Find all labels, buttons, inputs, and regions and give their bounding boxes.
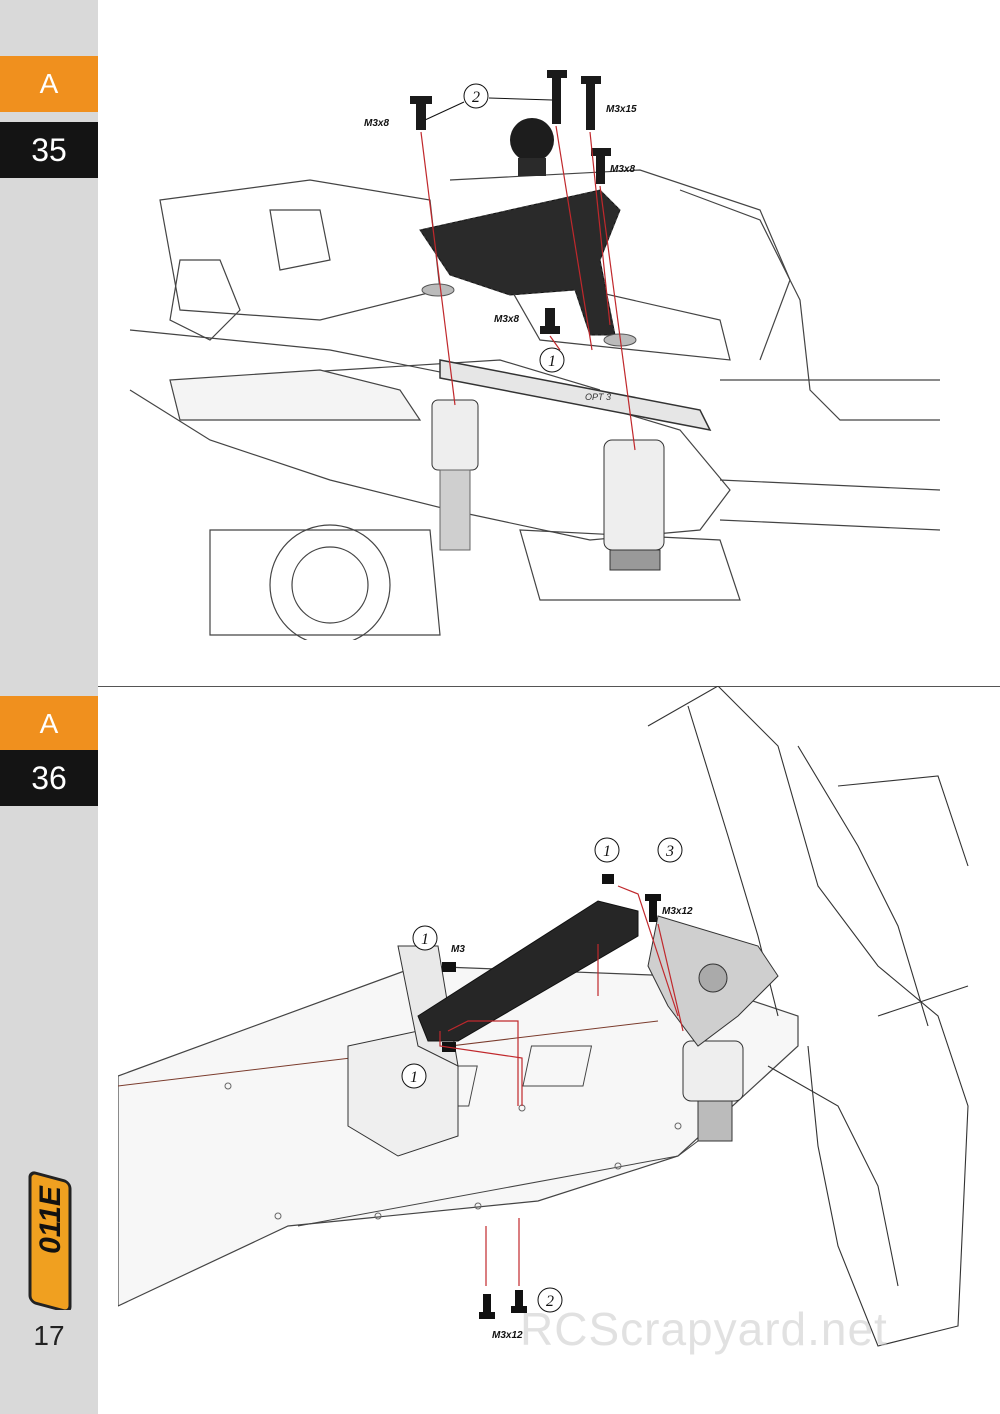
step-36-section-letter: A	[0, 696, 98, 752]
watermark: RCScrapyard.net	[520, 1303, 888, 1355]
label-m3x12-top: M3x12	[662, 906, 693, 917]
brand-logo: 011E	[28, 1171, 72, 1310]
part-marking: OPT 3	[585, 392, 611, 402]
brand-logo-text: 011E	[34, 1185, 67, 1254]
step-36-illustration: 1 3 1 1 2 M3 M3x12 M3x12	[118, 686, 969, 1347]
callout-1-lower: 1	[410, 1069, 418, 1086]
step-35-illustration: OPT 3 2 1 M3x8 M3x15 M3x8 M3x8	[129, 70, 941, 640]
callout-1-nut: 1	[421, 931, 429, 948]
callout-2-bottom: 2	[546, 1293, 554, 1310]
label-m3x12-bottom: M3x12	[492, 1330, 523, 1341]
callout-2: 2	[472, 89, 480, 106]
section-divider	[98, 686, 1000, 687]
step-35-number: 35	[0, 122, 98, 178]
step-35-section-letter: A	[0, 56, 98, 112]
step-36-number: 36	[0, 750, 98, 806]
callout-1-top: 1	[603, 843, 611, 860]
callout-3: 3	[665, 843, 674, 860]
label-m3x15: M3x15	[606, 104, 637, 115]
label-m3x8-under: M3x8	[494, 314, 519, 325]
label-m3-nut: M3	[451, 944, 465, 955]
page-number: 17	[33, 1320, 65, 1351]
label-m3x8-right: M3x8	[610, 164, 635, 175]
label-m3x8-left: M3x8	[364, 118, 389, 129]
callout-1: 1	[548, 353, 556, 370]
